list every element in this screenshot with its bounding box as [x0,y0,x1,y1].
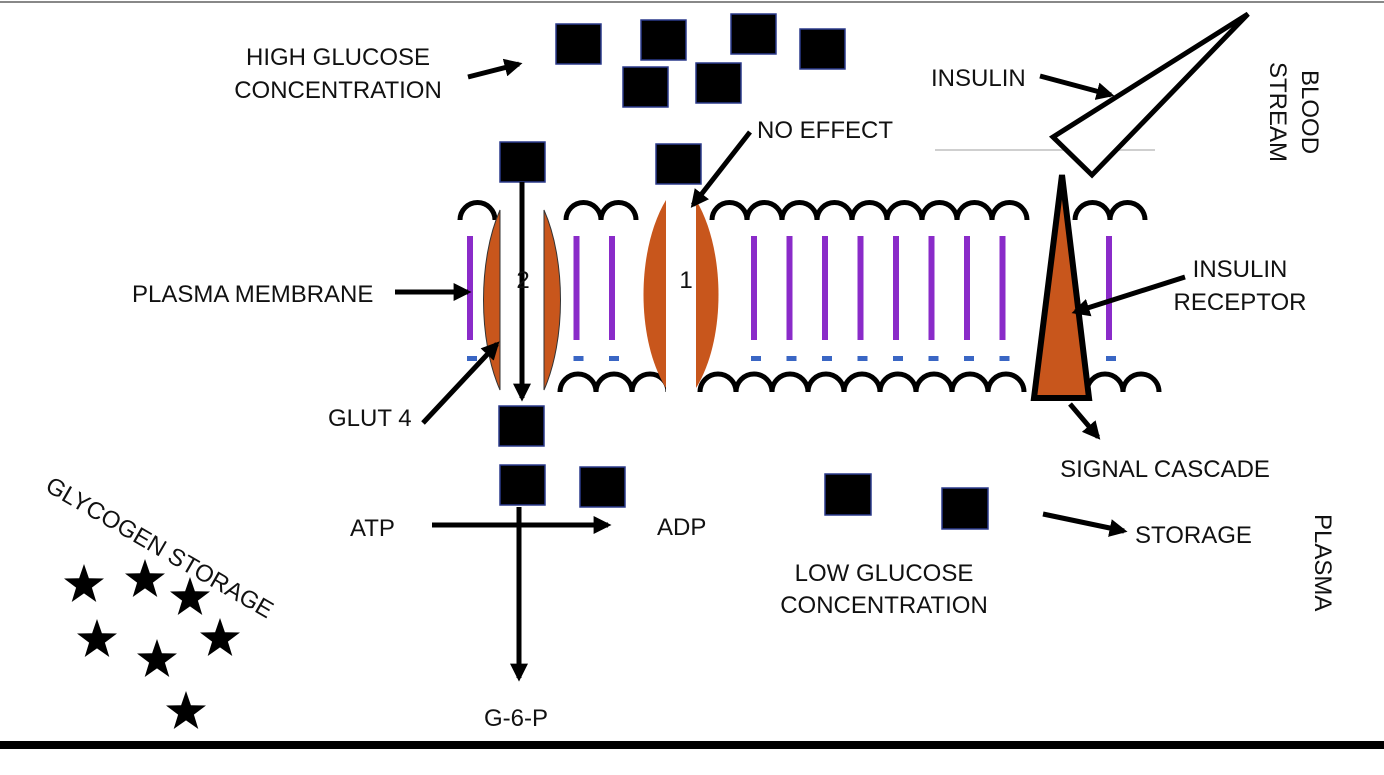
glucose-square [824,473,872,516]
glycogen-star [77,619,117,657]
arrow-storage [1042,511,1128,537]
lipid-tails [467,236,1112,340]
glucose-square [622,66,669,108]
lipid-head-dot [786,356,797,361]
lipid-tail [1106,236,1112,340]
label-g6p: G-6-P [484,705,548,732]
label-plasma: PLASMA [1309,514,1336,611]
lipid-head-dot [857,356,868,361]
glucose-square [498,405,545,447]
lipid-tail [857,236,864,340]
label-low-glucose-2: CONCENTRATION [780,592,988,619]
glucose-square [655,143,702,185]
glucose-square [499,141,546,183]
glucose-square [799,28,846,70]
label-channel-1: 1 [679,267,692,294]
glucose-square [695,62,742,104]
glucose-square [730,13,777,55]
lipid-tail [467,236,473,340]
lipid-tail [609,236,615,340]
glucose-square [499,464,546,506]
label-plasma-membrane: PLASMA MEMBRANE [132,281,373,308]
lipid-head-dot [822,356,832,361]
lipid-tail [964,236,970,340]
lipid-tail [999,236,1006,340]
membrane-bottom-heads [507,371,1162,393]
lipid-tail [751,236,757,340]
lipid-tail [893,236,899,340]
glucose-square [555,23,602,65]
glucose-square [941,487,989,530]
glycogen-star [64,564,104,602]
lipid-head-dot [1106,356,1116,361]
label-insulin: INSULIN [931,65,1026,92]
label-signal-cascade: SIGNAL CASCADE [1060,456,1270,483]
glucose-transporter-1 [643,190,719,400]
label-blood-stream-1: BLOOD [1296,70,1323,154]
arrow-insulin-receptor [1071,274,1186,317]
label-blood-stream-2: STREAM [1264,62,1291,162]
lipid-head-dot [964,356,974,361]
glycogen-star [200,618,240,656]
membrane-top-heads [457,200,1148,221]
label-low-glucose-1: LOW GLUCOSE [795,560,974,587]
lipid-tail [928,236,935,340]
glucose-square [579,466,626,508]
lipid-head-dot [609,356,619,361]
glucose-square [640,19,687,61]
label-adp: ADP [657,514,706,541]
lipid-head-dot [999,356,1010,361]
label-storage: STORAGE [1135,522,1252,549]
label-no-effect: NO EFFECT [757,117,893,144]
lipid-tail [822,236,828,340]
arrow-insulin [1039,73,1115,100]
glycogen-star [125,559,165,597]
arrow-glut4 [421,341,500,425]
label-glut4: GLUT 4 [328,405,412,432]
label-glycogen-storage: GLYCOGEN STORAGE [41,472,278,624]
arrow-high-glucose [467,58,523,80]
lipid-head-dot [573,356,584,361]
glucose-molecules [498,13,989,530]
bottom-frame-line [0,741,1384,749]
lipid-head-dot [928,356,939,361]
label-channel-2: 2 [516,267,529,294]
glycogen-star [137,639,177,677]
arrow-no-effect [690,130,752,208]
glycogen-star [166,691,206,729]
lipid-tail [573,236,580,340]
lipid-head-dot [467,356,477,361]
label-high-glucose-1: HIGH GLUCOSE [246,44,430,71]
lipid-head-dots [467,356,1116,361]
insulin-receptor-shape [1030,174,1093,401]
lipid-head-dot [893,356,903,361]
lipid-head-dot [751,356,761,361]
label-insulin-receptor-2: RECEPTOR [1174,289,1307,316]
lipid-tail [786,236,793,340]
insulin-molecule-shape [1048,11,1250,179]
label-insulin-receptor-1: INSULIN [1193,256,1288,283]
arrow-signal-cascade [1068,402,1101,440]
label-atp: ATP [350,515,395,542]
label-high-glucose-2: CONCENTRATION [234,77,442,104]
